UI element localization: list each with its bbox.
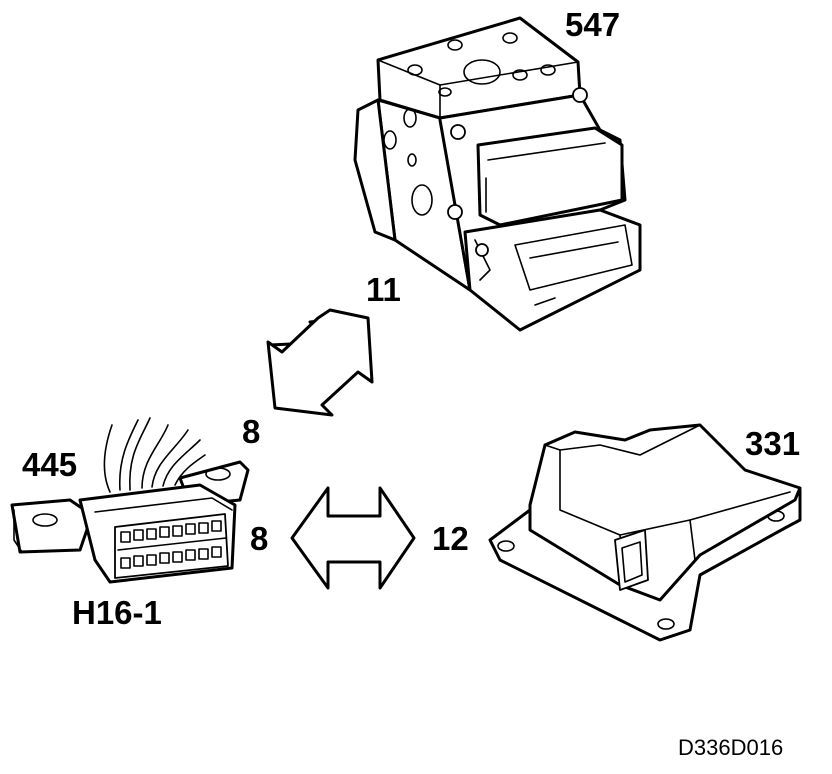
abs-unit-number: 547 (565, 6, 621, 43)
double-arrow-diagonal (266, 308, 374, 417)
abs-pin-number: 11 (366, 271, 401, 308)
connector-number: 445 (22, 446, 78, 483)
airbag-unit-number: 331 (745, 425, 801, 462)
double-arrow-horizontal (290, 486, 416, 590)
diag-lower-pin-number: 8 (250, 520, 269, 557)
drawing-code: D336D016 (678, 735, 784, 760)
connector-id: H16-1 (72, 594, 162, 631)
airbag-control-unit (488, 423, 802, 642)
connector-pins (120, 520, 222, 569)
diag-upper-pin-number: 8 (242, 413, 261, 450)
diagnostic-connector (10, 417, 250, 584)
abs-modulator-unit (353, 16, 642, 332)
airbag-pin-number: 12 (432, 520, 469, 557)
